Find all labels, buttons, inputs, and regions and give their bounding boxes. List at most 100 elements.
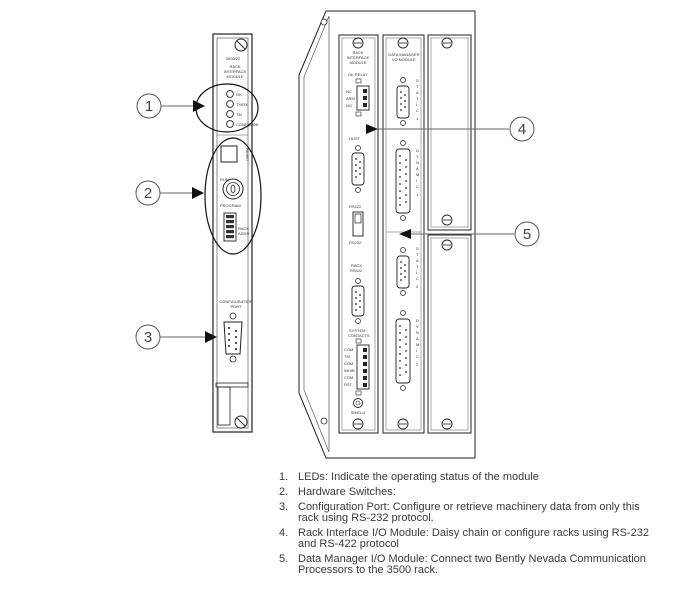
svg-text:S: S [416, 246, 419, 251]
config-port-label-1: CONFIGURATION [219, 299, 252, 304]
svg-text:C: C [416, 354, 419, 359]
svg-text:T: T [416, 264, 419, 269]
svg-text:A: A [416, 90, 419, 95]
front-title-line1: RACK [229, 64, 240, 69]
rim-title-2: INTERFACE [347, 55, 370, 60]
contact-com-2-label: COM [344, 361, 353, 366]
svg-text:1: 1 [416, 116, 419, 121]
rs232-label: RS232 [349, 240, 362, 245]
led-tm-icon [226, 110, 234, 118]
dynamic-port-1-connector-icon [395, 148, 411, 214]
svg-text:D: D [416, 318, 419, 323]
led-group: OK TX/RX TM CONFIG OK [226, 90, 259, 128]
legend-item-number: 2. [279, 485, 289, 498]
shield-terminal-icon [353, 398, 363, 408]
svg-text:M: M [416, 342, 419, 347]
legend-item-data-manager-io: 5. Data Manager I/O Module: Connect two … [279, 553, 659, 577]
svg-text:M: M [416, 172, 419, 177]
config-port-label-2: PORT [230, 304, 242, 309]
legend-item-number: 4. [279, 526, 289, 539]
legend-item-text: Hardware Switches: [298, 485, 396, 498]
legend-item-text: Configuration Port: Configure or retriev… [298, 500, 640, 524]
led-txrx-label: TX/RX [236, 102, 248, 107]
blank-panel-bottom [427, 234, 472, 434]
static-port-1-connector-icon [396, 85, 410, 119]
legend-item-text: Data Manager I/O Module: Connect two Ben… [298, 553, 646, 577]
dynamic-label-1: D Y N A M I C 1 [416, 148, 419, 197]
callout-4-number: 4 [518, 121, 526, 138]
svg-text:D: D [416, 148, 419, 153]
svg-text:1: 1 [416, 192, 419, 197]
rack-rs422-connector-icon [351, 278, 365, 324]
legend-item-number: 1. [279, 471, 289, 483]
svg-text:T: T [416, 84, 419, 89]
system-contacts-terminal-icon [356, 344, 370, 390]
rs-select-switch-icon [352, 211, 364, 237]
module-model: 3500/22 [226, 56, 241, 61]
host-port-connector-icon [351, 145, 365, 193]
svg-text:2: 2 [416, 362, 419, 367]
contact-tm-label: TM [344, 354, 350, 359]
svg-text:I: I [416, 178, 417, 183]
legend-item-configuration-port: 3. Configuration Port: Configure or retr… [279, 500, 659, 525]
callout-5: 5 [399, 221, 540, 247]
svg-text:C: C [416, 276, 419, 281]
led-ok-icon [226, 90, 234, 98]
svg-text:I: I [416, 102, 417, 107]
relay-arm-label: ARM [346, 96, 355, 101]
rack-addr-label-2: ADDR [238, 231, 249, 236]
top-screw-icon [234, 38, 248, 52]
dm-title-1: DATA MANAGER [388, 52, 419, 57]
rack-rs422-label-2: RS422 [350, 268, 363, 273]
svg-text:C: C [416, 108, 419, 113]
svg-text:A: A [416, 166, 419, 171]
system-contacts-label-1: SYSTEM [349, 328, 365, 333]
svg-text:T: T [416, 96, 419, 101]
bottom-screw-icon [234, 415, 248, 429]
rim-title-1: RACK [352, 50, 363, 55]
relay-nc-label: NC [346, 89, 352, 94]
run-label: RUN [220, 177, 229, 182]
rim-bottom-screw-icon [352, 418, 364, 430]
svg-text:T: T [416, 252, 419, 257]
svg-text:2: 2 [416, 284, 419, 289]
dm-title-2: I/O MODULE [392, 57, 416, 62]
svg-text:C: C [416, 184, 419, 189]
system-contacts-label-2: CONTACTS [348, 333, 370, 338]
callout-5-number: 5 [523, 226, 531, 243]
static-label-2: S T A T I C 2 [416, 246, 419, 289]
svg-text:A: A [416, 258, 419, 263]
callout-3: 3 [135, 324, 217, 350]
blank-panel-top [427, 34, 472, 231]
reset-label: RESET [245, 148, 250, 162]
dynamic-label-2: D Y N A M I C 2 [416, 318, 419, 367]
dm-top-screw-icon [397, 37, 409, 49]
contact-inhib-label: INHIB [344, 368, 355, 373]
static-label-1: S T A T I C 1 [416, 78, 419, 121]
legend-item-rack-interface-io: 4. Rack Interface I/O Module: Daisy chai… [279, 526, 659, 551]
svg-text:S: S [416, 78, 419, 83]
callout-3-number: 3 [144, 329, 152, 346]
rack-interface-io-module: RACK INTERFACE MODULE OK RELAY NC ARM NO… [338, 34, 379, 434]
ok-relay-label: OK RELAY [348, 72, 368, 77]
program-label: PROGRAM [220, 203, 241, 208]
led-config-label: CONFIG OK [236, 122, 259, 127]
front-title-line2: INTERFACE [224, 69, 247, 74]
legend-item-text: Rack Interface I/O Module: Daisy chain o… [298, 526, 649, 551]
rim-title-3: MODULE [349, 60, 366, 65]
legend-item-hardware-switches: 2. Hardware Switches: [279, 485, 659, 498]
rim-top-screw-icon [352, 37, 364, 49]
rack-addr-label-1: RACK [238, 226, 249, 231]
svg-text:A: A [416, 336, 419, 341]
svg-text:N: N [416, 160, 419, 165]
config-port-connector-icon [223, 312, 243, 363]
module-diagram: 3500/22 RACK INTERFACE MODULE OK TX/RX T… [135, 10, 540, 459]
rack-rs422-label-1: RACK [351, 263, 362, 268]
svg-text:N: N [416, 330, 419, 335]
rack-address-switch-icon [223, 212, 237, 242]
ok-relay-terminal-icon [356, 85, 370, 111]
led-tm-label: TM [236, 112, 242, 117]
rs422-top-label: RS422 [349, 204, 362, 209]
callout-ring-2 [204, 137, 262, 255]
dm-bottom-screw-icon [397, 418, 409, 430]
